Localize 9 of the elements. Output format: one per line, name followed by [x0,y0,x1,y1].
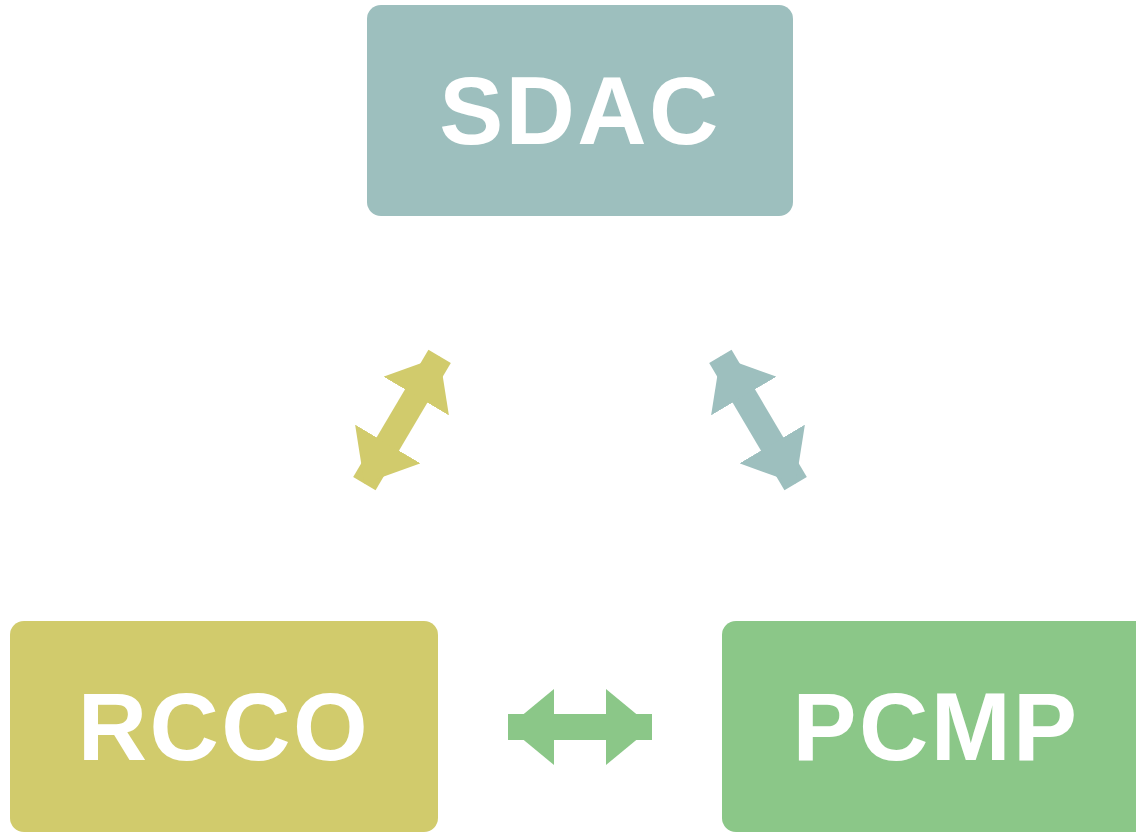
double-arrow [709,349,807,491]
box-label: RCCO [77,678,371,775]
box-label: PCMP [792,678,1080,775]
rounded-box [367,5,793,216]
double-arrow [353,349,451,491]
box-label: SDAC [439,62,721,159]
rounded-box [722,621,1136,832]
rounded-box [10,621,438,832]
double-arrow [508,689,652,765]
